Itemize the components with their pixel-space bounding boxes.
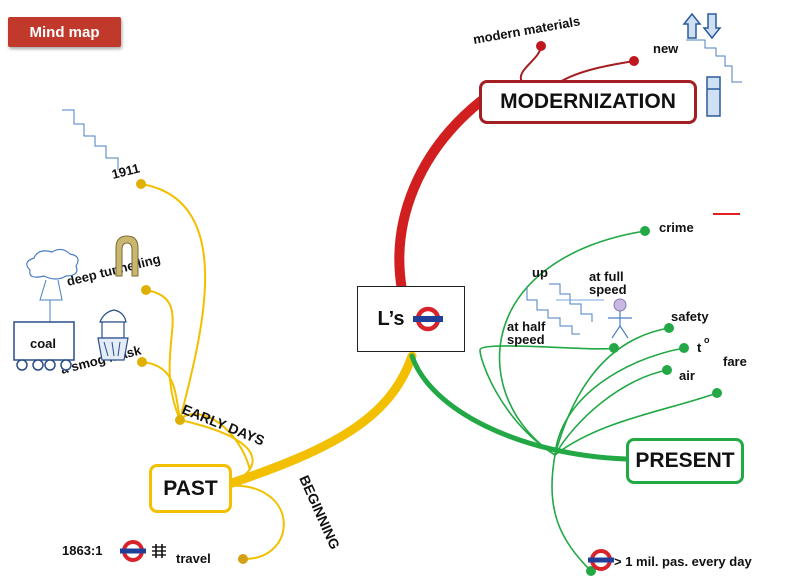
label-up: up: [532, 265, 548, 280]
underground-roundel-icon: [412, 306, 443, 332]
label-modern-materials: modern materials: [472, 13, 581, 47]
label-deep-tunnelling: deep tunnelling: [65, 251, 162, 289]
label-safety: safety: [671, 309, 709, 324]
stick-figure-icon: [608, 298, 632, 339]
label-new: new: [653, 41, 679, 56]
link-deep-tunnelling: [145, 289, 181, 421]
label-crime: crime: [659, 220, 694, 235]
label-travel: travel: [176, 551, 211, 566]
bar-gauge-icon: [706, 76, 721, 117]
label-at-half: at half: [507, 319, 546, 334]
node-dot-air: [662, 365, 672, 375]
label-passengers: > 1 mil. pas. every day: [614, 554, 752, 569]
node-dot-safety: [664, 323, 674, 333]
rail-track-icon: [152, 544, 166, 558]
central-node[interactable]: L’s: [357, 286, 465, 352]
label-temperature: t: [697, 340, 702, 355]
node-dot-smog-mask: [137, 357, 147, 367]
node-dot-early-days: [175, 415, 185, 425]
present-branch: crime up at full speed at half speed saf…: [409, 213, 752, 576]
node-dot-new: [629, 56, 639, 66]
arrows-up-down-icon: [682, 12, 722, 40]
trunk-present: [409, 353, 629, 462]
link-early-days: [179, 419, 254, 487]
node-dot-modern-materials: [536, 41, 546, 51]
label-coal: coal: [30, 336, 56, 351]
link-smog-mask: [141, 361, 181, 421]
label-fare: fare: [723, 354, 747, 369]
label-early-days: EARLY DAYS: [180, 401, 267, 449]
staircase-icon: [62, 109, 119, 170]
label-beginning: BEGINNING: [296, 473, 343, 552]
link-modern-materials: [519, 45, 542, 83]
staircase-icon: [526, 286, 580, 335]
cart-icon: [13, 321, 75, 371]
past-node[interactable]: PAST: [149, 464, 232, 513]
label-air: air: [679, 368, 695, 383]
trunk-modernization: [394, 96, 486, 295]
link-fare: [554, 392, 718, 456]
node-dot-fare: [712, 388, 722, 398]
link-new: [559, 60, 635, 83]
trunk-past: [221, 351, 417, 490]
node-dot-travel: [238, 554, 248, 564]
mind-map-title-button[interactable]: Mind map: [8, 17, 121, 47]
link-safety: [554, 327, 670, 456]
link-speed: [479, 345, 615, 456]
node-dot-temperature: [679, 343, 689, 353]
link-1911: [140, 183, 207, 421]
label-speed-full: speed: [589, 282, 627, 297]
staircase-icon: [686, 39, 742, 83]
label-1863: 1863:1: [62, 543, 102, 558]
node-dot-passengers: [586, 566, 596, 576]
label-1911: 1911: [110, 161, 141, 182]
central-label: L’s: [377, 307, 405, 330]
node-dot-crime: [640, 226, 650, 236]
arch-icon: [115, 235, 139, 277]
node-dot-deep-tunnelling: [141, 285, 151, 295]
link-loop: [176, 413, 251, 471]
link-beginning: [225, 484, 285, 561]
miner-figure-icon: [97, 309, 129, 361]
link-air: [554, 369, 668, 456]
underground-roundel-icon: [118, 540, 148, 562]
cloud-icon: [26, 248, 79, 280]
funnel-icon: [39, 279, 63, 301]
present-node[interactable]: PRESENT: [626, 438, 744, 484]
label-speed-half: speed: [507, 332, 545, 347]
link-crime: [498, 230, 646, 456]
label-at-full: at full: [589, 269, 624, 284]
staircase-icon: [549, 283, 593, 322]
node-dot-speed: [609, 343, 619, 353]
modernization-node[interactable]: MODERNIZATION: [479, 80, 697, 124]
label-degree: o: [704, 335, 710, 345]
node-dot-1911: [136, 179, 146, 189]
link-temperature: [554, 347, 685, 456]
modernization-branch: modern materials new: [394, 12, 742, 295]
link-passengers: [551, 454, 592, 572]
